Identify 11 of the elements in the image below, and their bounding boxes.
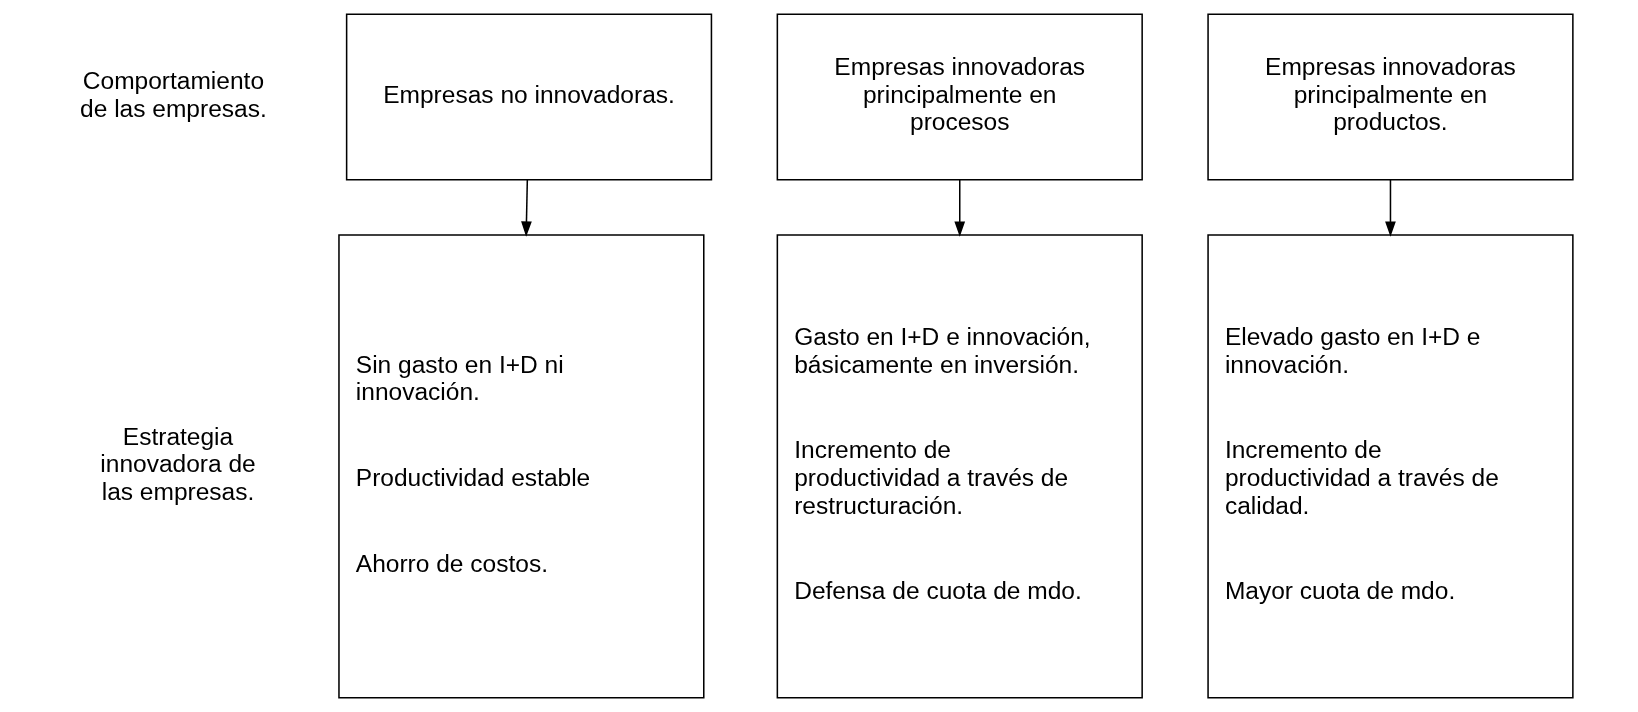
node-box: Empresas no innovadoras. (345, 13, 712, 181)
arrow (520, 179, 532, 237)
label: Comportamiento de las empresas. (79, 66, 267, 122)
node-box: Empresas innovadoras principalmente en procesos (776, 13, 1143, 181)
arrow (1384, 179, 1396, 237)
label: Estrategia innovadora de las empresas. (99, 422, 256, 505)
arrow (953, 179, 965, 237)
node-box: Empresas innovadoras principalmente en productos. (1206, 13, 1574, 181)
node-box: Elevado gasto en I+D e innovación. Incremento de productividad a través de calidad. Mayor cuota de mdo. (1206, 234, 1574, 699)
node-box: Sin gasto en I+D ni innovación. Productividad estable Ahorro de costos. (337, 234, 705, 699)
node-box: Gasto en I+D e innovación, básicamente en inversión. Incremento de productividad a través de restructuración. Defensa de cuota de mdo. (776, 234, 1143, 699)
